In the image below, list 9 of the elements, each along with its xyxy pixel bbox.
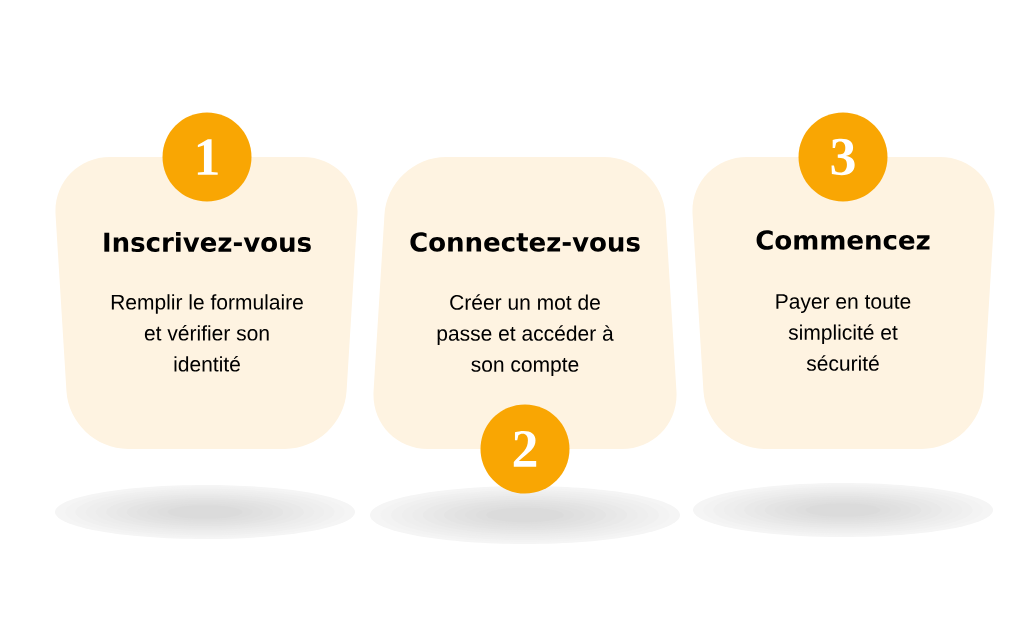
- step-description: Remplir le formulaire et vérifier son identité: [111, 294, 303, 372]
- step-title: Inscrivez-vous: [104, 231, 311, 253]
- step-title: Commencez: [756, 230, 930, 250]
- step-number-badge: 1: [162, 112, 252, 202]
- step-number-badge: 2: [480, 404, 570, 494]
- step-description: Créer un mot de passe et accéder à son compte: [437, 294, 614, 376]
- step-number-badge: 3: [798, 112, 888, 202]
- step-title: Connectez-vous: [410, 232, 640, 252]
- step-description: Payer en toute simplicité et sécurité: [776, 294, 911, 371]
